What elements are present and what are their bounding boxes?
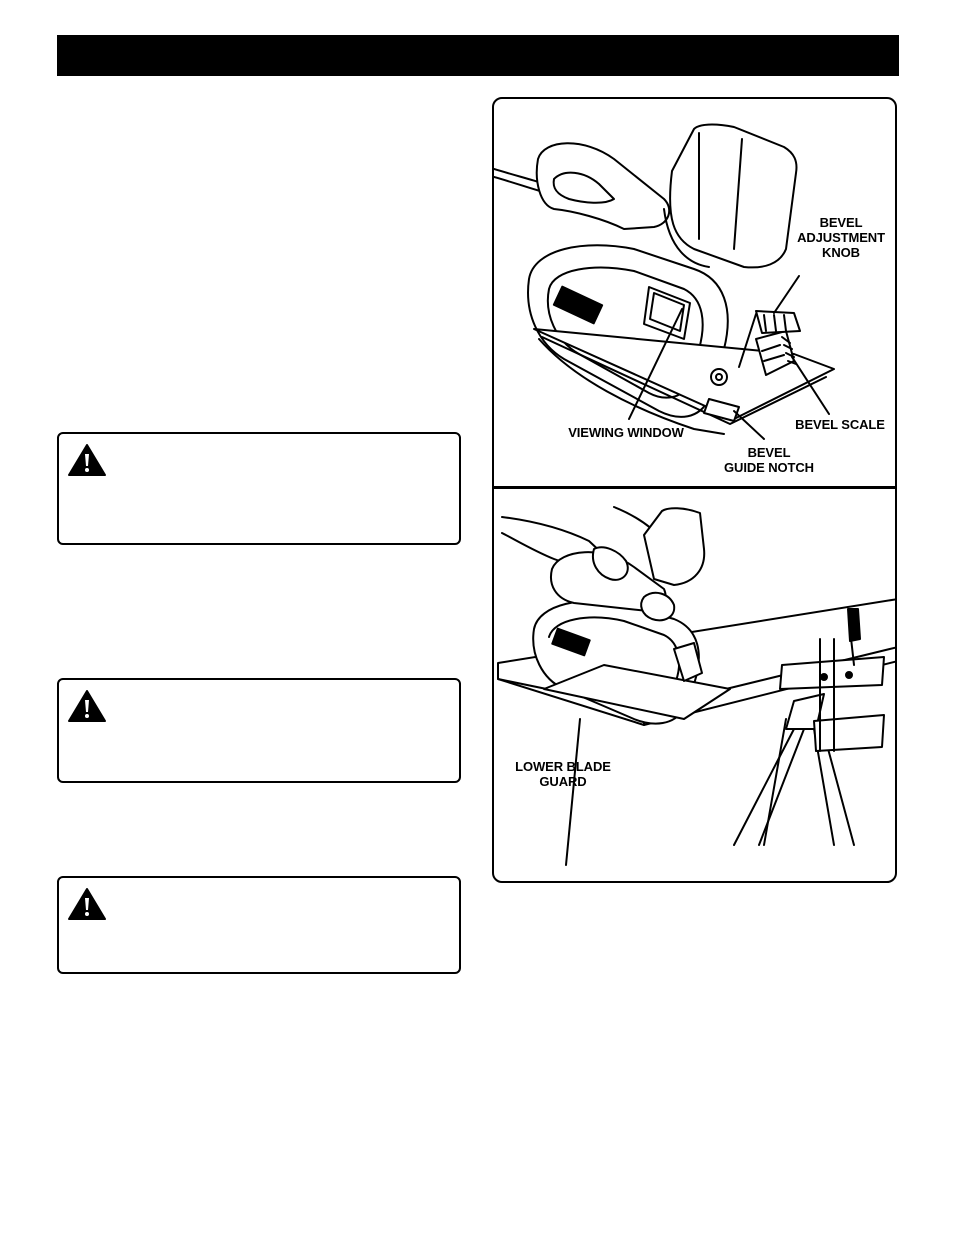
warning-triangle-icon	[68, 888, 106, 920]
callout-viewing-window: VIEWING WINDOW	[568, 425, 684, 440]
warning-box-3	[57, 876, 461, 974]
warning-box-1	[57, 432, 461, 545]
warning-triangle-icon	[68, 690, 106, 722]
callout-bevel-guide-notch: BEVEL GUIDE NOTCH	[724, 445, 814, 475]
section-header-bar	[57, 35, 899, 76]
saw-bevel-illustration	[494, 123, 835, 440]
figure-divider	[494, 486, 895, 489]
callout-bevel-scale: BEVEL SCALE	[795, 417, 885, 432]
callout-lower-blade-guard: LOWER BLADE GUARD	[515, 759, 611, 789]
figure-frame: BEVEL ADJUSTMENT KNOB VIEWING WINDOW BEV…	[492, 97, 897, 883]
saw-cutting-illustration	[497, 506, 895, 866]
warning-triangle-icon	[68, 444, 106, 476]
callout-bevel-adjustment-knob: BEVEL ADJUSTMENT KNOB	[797, 215, 885, 260]
warning-box-2	[57, 678, 461, 783]
